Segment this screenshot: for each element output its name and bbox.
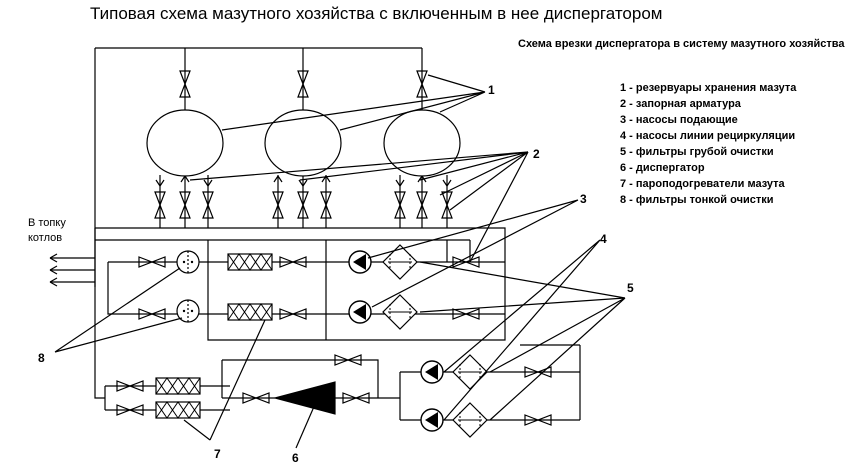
legend-item-1: 1 - резервуары хранения мазута bbox=[620, 82, 797, 94]
leader-lines bbox=[54, 74, 626, 449]
tank-valves bbox=[154, 70, 453, 219]
coarse-filter-4 bbox=[452, 402, 488, 438]
callout-5: 5 bbox=[627, 281, 634, 295]
storage-tank-3 bbox=[383, 109, 461, 177]
feed-pump-2 bbox=[348, 300, 372, 324]
steam-heater-4 bbox=[155, 401, 201, 419]
steam-heater-1 bbox=[227, 253, 273, 271]
furnace-label-line1: В топку bbox=[28, 217, 66, 229]
dispergator bbox=[272, 381, 336, 415]
legend: 1 - резервуары хранения мазута 2 - запор… bbox=[620, 80, 796, 208]
legend-item-5: 5 - фильтры грубой очистки bbox=[620, 146, 774, 158]
recirc-pump-1 bbox=[420, 360, 444, 384]
callout-6: 6 bbox=[292, 451, 299, 465]
furnace-label-line2: котлов bbox=[28, 232, 63, 244]
coarse-filter-1 bbox=[382, 244, 418, 280]
callout-7: 7 bbox=[214, 447, 221, 461]
callout-4: 4 bbox=[600, 232, 607, 246]
supply-loop bbox=[94, 227, 506, 341]
fine-filter-1 bbox=[176, 250, 200, 274]
coarse-filter-2 bbox=[382, 294, 418, 330]
legend-item-7: 7 - пароподогреватели мазута bbox=[620, 178, 785, 190]
callout-3: 3 bbox=[580, 192, 587, 206]
storage-tank-2 bbox=[264, 109, 342, 177]
legend-item-6: 6 - диспергатор bbox=[620, 162, 705, 174]
callout-8: 8 bbox=[38, 351, 45, 365]
storage-tank-1 bbox=[146, 109, 224, 177]
callout-2: 2 bbox=[533, 147, 540, 161]
storage-tanks bbox=[146, 109, 461, 177]
diagram-title: Типовая схема мазутного хозяйства с вклю… bbox=[90, 4, 663, 23]
steam-heater-3 bbox=[155, 377, 201, 395]
diagram-subtitle: Схема врезки диспергатора в систему мазу… bbox=[518, 38, 845, 50]
legend-item-2: 2 - запорная арматура bbox=[620, 98, 741, 110]
steam-heater-2 bbox=[227, 303, 273, 321]
furnace-label: В топку котлов bbox=[28, 216, 66, 246]
legend-item-3: 3 - насосы подающие bbox=[620, 114, 738, 126]
callout-1: 1 bbox=[488, 83, 495, 97]
furnace-arrows bbox=[49, 253, 95, 287]
legend-item-8: 8 - фильтры тонкой очистки bbox=[620, 194, 774, 206]
feed-pump-1 bbox=[348, 250, 372, 274]
recirc-pump-2 bbox=[420, 408, 444, 432]
legend-item-4: 4 - насосы линии рециркуляции bbox=[620, 130, 796, 142]
